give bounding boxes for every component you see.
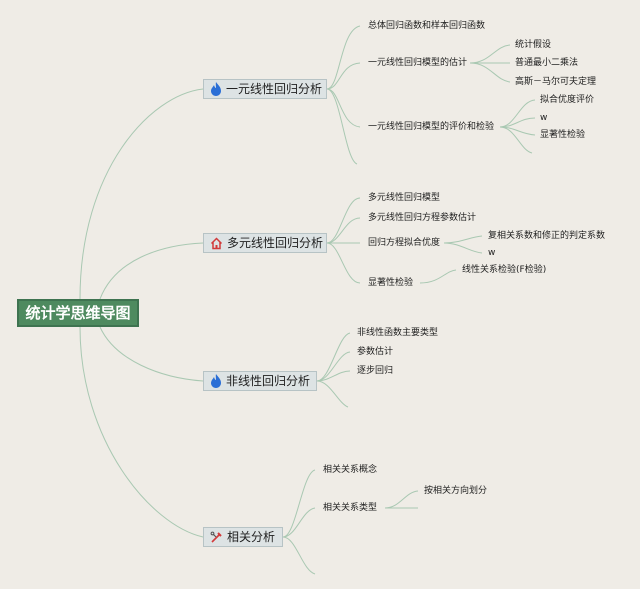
leaf-w-1[interactable]: w [540,113,548,123]
leaf-simple-model-estimation[interactable]: 一元线性回归模型的估计 [368,58,468,68]
leaf-significance-test-2[interactable]: 显著性检验 [368,278,414,288]
leaf-multiple-parameter-estimation[interactable]: 多元线性回归方程参数估计 [368,213,477,223]
leaf-goodness-of-fit-2[interactable]: 回归方程拟合优度 [368,238,441,248]
tools-icon [210,530,223,544]
connector-root-b3 [99,326,204,382]
leaf-simple-model-evaluation[interactable]: 一元线性回归模型的评价和检验 [368,122,495,132]
branch-label: 多元线性回归分析 [227,236,324,250]
leaf-gauss-markov[interactable]: 高斯－马尔可夫定理 [515,77,597,87]
leaf-f-test[interactable]: 线性关系检验(F检验) [462,265,547,275]
branch-nonlinear-regression[interactable]: 非线性回归分析 [203,371,317,391]
leaf-stepwise-regression[interactable]: 逐步回归 [357,366,394,376]
branch-label: 非线性回归分析 [226,374,311,388]
leaf-correlation-concept[interactable]: 相关关系概念 [323,465,378,475]
connector-root-b4 [79,326,204,538]
leaf-significance-test-1[interactable]: 显著性检验 [540,130,586,140]
leaf-statistical-assumptions[interactable]: 统计假设 [515,40,552,50]
branch-correlation-analysis[interactable]: 相关分析 [203,527,283,547]
leaf-by-direction[interactable]: 按相关方向划分 [424,486,488,496]
leaf-multiple-correlation[interactable]: 复相关系数和修正的判定系数 [488,231,606,241]
flame-icon [210,82,222,96]
leaf-nonlinear-function-types[interactable]: 非线性函数主要类型 [357,328,439,338]
flame-icon [210,374,222,388]
connector-root-b2 [99,242,204,300]
leaf-goodness-of-fit[interactable]: 拟合优度评价 [540,95,595,105]
leaf-correlation-types[interactable]: 相关关系类型 [323,503,378,513]
root-node[interactable]: 统计学思维导图 [17,299,139,327]
leaf-population-sample-regression[interactable]: 总体回归函数和样本回归函数 [368,21,486,31]
branch-simple-linear-regression[interactable]: 一元线性回归分析 [203,79,327,99]
leaf-multiple-model[interactable]: 多元线性回归模型 [368,193,441,203]
leaf-parameter-estimation[interactable]: 参数估计 [357,347,394,357]
leaf-w-2[interactable]: w [488,248,496,258]
home-icon [210,236,223,250]
connector-root-b1 [79,88,204,300]
branch-label: 相关分析 [227,530,276,544]
leaf-ols[interactable]: 普通最小二乘法 [515,58,579,68]
branch-label: 一元线性回归分析 [226,82,323,96]
branch-multiple-linear-regression[interactable]: 多元线性回归分析 [203,233,327,253]
